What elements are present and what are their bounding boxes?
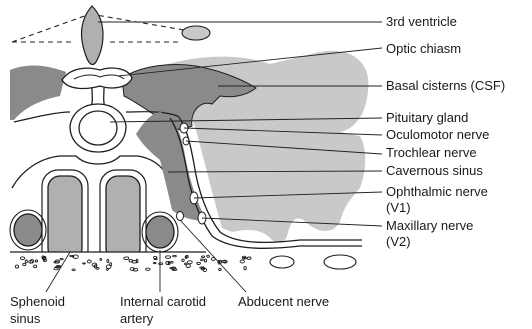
label-ophthalmic-nerve: Ophthalmic nerve [386,184,488,199]
pituitary-gland [79,111,117,145]
label-abducent-nerve: Abducent nerve [238,294,329,309]
label-sinus: sinus [10,311,41,326]
label-ophthalmic-nerve-v1: (V1) [386,200,411,215]
foramen-1 [270,256,294,268]
label-3rd-ventricle: 3rd ventricle [386,14,457,29]
left-brain-region [10,66,66,120]
label-maxillary-nerve: Maxillary nerve [386,218,473,233]
label-internal-carotid: Internal carotid [120,294,206,309]
label-trochlear-nerve: Trochlear nerve [386,145,477,160]
ventricle-dashed-outline [12,14,202,42]
label-pituitary-gland: Pituitary gland [386,110,468,125]
label-artery: artery [120,311,154,326]
sphenoid-sinus-right [106,176,140,260]
label-oculomotor-nerve: Oculomotor nerve [386,127,489,142]
label-maxillary-nerve-v2: (V2) [386,234,411,249]
sella-floor [12,156,166,188]
label-optic-chiasm: Optic chiasm [386,41,461,56]
third-ventricle-shape [81,6,103,64]
foramen-2 [324,255,356,269]
abducent-nerve-shape [177,212,184,221]
small-ventricle-ellipse [182,26,210,40]
optic-chiasm-shape [62,68,132,88]
label-cavernous-sinus: Cavernous sinus [386,163,483,178]
internal-carotid-arteries [10,210,184,252]
label-basal-cisterns: Basal cisterns (CSF) [386,78,505,93]
label-sphenoid: Sphenoid [10,294,65,309]
sphenoid-sinus-left [48,176,82,260]
